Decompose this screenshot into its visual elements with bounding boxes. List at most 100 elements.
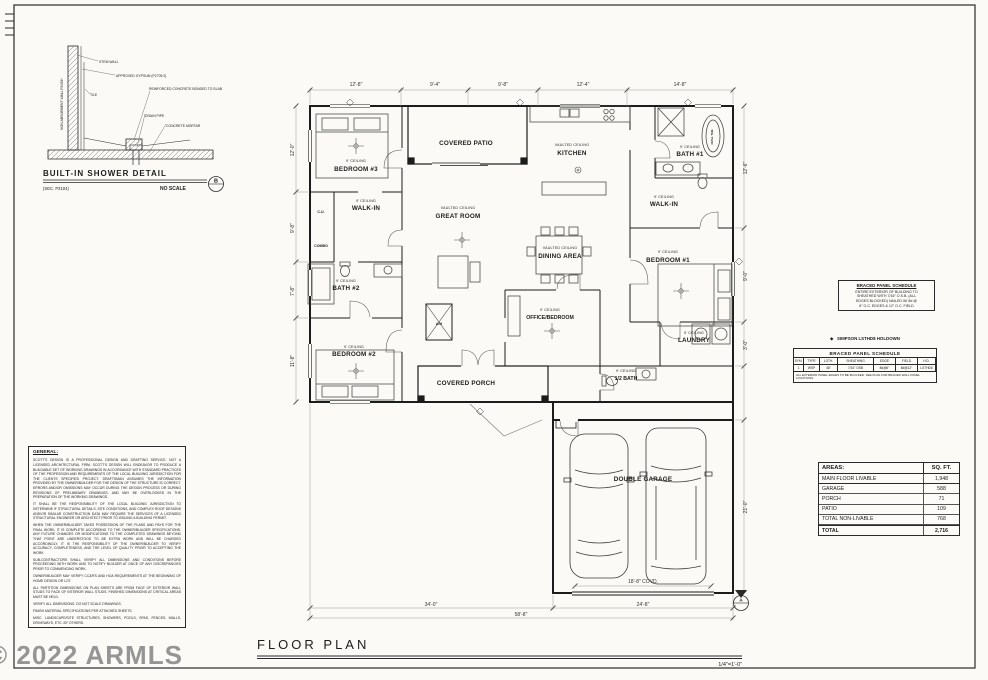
- braced-cell: WSP: [804, 365, 820, 372]
- floor-plan-scale: 1/4"=1'-0": [718, 662, 742, 668]
- shower-bath1: [657, 107, 685, 137]
- areas-row: MAIN FLOOR LIVABLE 1,948: [819, 474, 959, 485]
- dimension-label: 9'-8": [498, 82, 508, 88]
- dimension-label: 12'-4": [577, 82, 590, 88]
- general-note: VERIFY ALL DIMENSIONS. DO NOT SCALE DRAW…: [33, 602, 122, 607]
- room-ceiling-note: 9' CEILING: [336, 279, 356, 283]
- armls-watermark: © 2022 ARMLS: [0, 640, 183, 670]
- detail-bubble-letter: B: [214, 179, 218, 185]
- greatroom-furniture: [437, 255, 481, 289]
- general-note: SCOTT'S DESIGN IS A PROFESSIONAL DESIGN …: [33, 458, 181, 500]
- braced-table-title: BRACED PANEL SCHEDULE: [794, 349, 936, 358]
- holdown-diamond-icon: ◆: [830, 336, 834, 341]
- general-notes-title: GENERAL:: [33, 450, 59, 455]
- general-note: OWNER/BUILDER MAY VERIFY CC&R'S AND HOA …: [33, 574, 181, 583]
- dimension-label: 11'-8": [290, 355, 296, 368]
- bed-bedroom2: [315, 349, 395, 401]
- shower-detail-drawing: [43, 45, 224, 192]
- room-name-label: DINING AREA: [538, 253, 582, 260]
- room-ceiling-note: 9' CEILING: [684, 331, 704, 335]
- dining-table: [526, 226, 592, 284]
- room-ceiling-note: 9' CEILING: [540, 308, 560, 312]
- braced-cell: 8d@12": [896, 365, 918, 372]
- general-note: IT SHALL BE THE RESPONSIBILITY OF THE LO…: [33, 502, 181, 521]
- sheet-frame: [5, 4, 976, 669]
- dimension-label: 58'-8": [515, 612, 528, 618]
- garage-door: [572, 591, 714, 596]
- dimension-label: 9'-4": [430, 82, 440, 88]
- braced-panel-schedule-table: BRACED PANEL SCHEDULE SYM. TYPE LGTH. SH…: [793, 348, 937, 384]
- car-sedan: [563, 433, 635, 579]
- slider-door: [432, 162, 488, 166]
- dimension-lines: [293, 87, 747, 621]
- room-ceiling-note: 9' CEILING: [654, 195, 674, 199]
- dimension-label: 12'-8": [350, 82, 363, 88]
- general-note: MISC. LANDSCAPE/SITE STRUCTURES, SHOWERS…: [33, 616, 181, 625]
- room-ceiling-note: 9' CEILING: [658, 250, 678, 254]
- holdown-note: SIMPSON LSTHD8 HOLDOWN: [837, 336, 900, 341]
- door-swings: [349, 140, 719, 437]
- room-name-label: KITCHEN: [557, 150, 587, 157]
- bed-bedroom3: [315, 113, 389, 179]
- toilet-halfbath: [601, 375, 618, 387]
- areas-row: GARAGE 588: [819, 484, 959, 495]
- dimension-label: 9'-8": [290, 223, 296, 233]
- room-name-label: COVERED PORCH: [437, 380, 495, 387]
- room-name-label: BEDROOM #1: [646, 257, 690, 264]
- areas-row-label: TOTAL NON-LIVABLE: [822, 516, 874, 523]
- room-ceiling-note: VAULTED CEILING: [555, 143, 589, 147]
- general-note: SUB-CONTRACTORS SHALL VERIFY ALL DIMENSI…: [33, 557, 181, 572]
- areas-row: TOTAL NON-LIVABLE 768: [819, 514, 959, 525]
- room-name-label: OFFICE/BEDROOM: [526, 315, 574, 321]
- room-name-label: WALK-IN: [650, 201, 679, 208]
- toilet-bath2: [339, 261, 351, 277]
- general-notes-block: GENERAL: SCOTT'S DESIGN IS A PROFESSIONA…: [28, 446, 186, 628]
- areas-row-label: PATIO: [822, 506, 837, 513]
- post: [541, 395, 549, 403]
- areas-row-value: 2,716: [923, 525, 959, 536]
- areas-row: PATIO 109: [819, 504, 959, 515]
- closet-label: C.U.: [317, 210, 324, 214]
- braced-col-header: TYPE: [804, 358, 820, 365]
- vanity-bath2: [373, 263, 403, 278]
- dimension-label: 12'-0": [290, 143, 296, 156]
- ceiling-fan-icons: [348, 138, 689, 379]
- bed-bedroom1: [657, 263, 733, 327]
- walkway-lines: [469, 403, 543, 437]
- room-name-label: BEDROOM #3: [334, 166, 378, 173]
- areas-row-value: 768: [923, 514, 959, 524]
- braced-panel-note: BRACED PANEL SCHEDULE ENTIRE EXTERIOR OF…: [838, 280, 935, 312]
- post: [520, 157, 528, 165]
- room-ceiling-note: VAULTED CEILING: [543, 246, 577, 250]
- shower-detail-title: BUILT-IN SHOWER DETAIL: [43, 169, 167, 178]
- braced-col-header: LGTH.: [820, 358, 838, 365]
- braced-note-title: BRACED PANEL SCHEDULE: [856, 283, 917, 288]
- room-name-label: LAUNDRY: [678, 337, 711, 344]
- areas-row-value: 1,948: [923, 474, 959, 484]
- dimension-label: 24'-8": [637, 602, 650, 608]
- ah-closet: [425, 303, 453, 341]
- window-symbols: [307, 103, 736, 596]
- braced-note-line: ENTIRE EXTERIOR OF BUILDING TO: [855, 289, 918, 294]
- shower-detail-ref: (SEC. P2104): [43, 186, 69, 191]
- callout-leader-lines: [76, 54, 167, 154]
- areas-row-value: 109: [923, 504, 959, 514]
- tub-label: OVAL TUB: [710, 129, 714, 145]
- room-ceiling-note: 9' CEILING: [346, 159, 366, 163]
- areas-unit: SQ. FT.: [923, 463, 959, 473]
- office-desk: [507, 295, 521, 337]
- oval-tub: [701, 114, 725, 158]
- room-name-label: WALK-IN: [352, 205, 381, 212]
- braced-cell: 1: [794, 365, 804, 372]
- sink-halfbath: [635, 367, 657, 381]
- shower-callout: STEM WALL: [99, 60, 119, 64]
- floor-plan-title: FLOOR PLAN: [257, 637, 369, 652]
- dimension-label: 18'-8" COVD.: [628, 579, 658, 585]
- title-underline: [257, 655, 742, 659]
- dimension-label: 34'-0": [425, 602, 438, 608]
- ah-unit: [425, 303, 453, 341]
- shower-callout: TILE: [90, 93, 98, 97]
- shower-callout: NON-ABSORBENT WALL FINISH: [60, 78, 64, 130]
- braced-col-header: EDGE: [874, 358, 896, 365]
